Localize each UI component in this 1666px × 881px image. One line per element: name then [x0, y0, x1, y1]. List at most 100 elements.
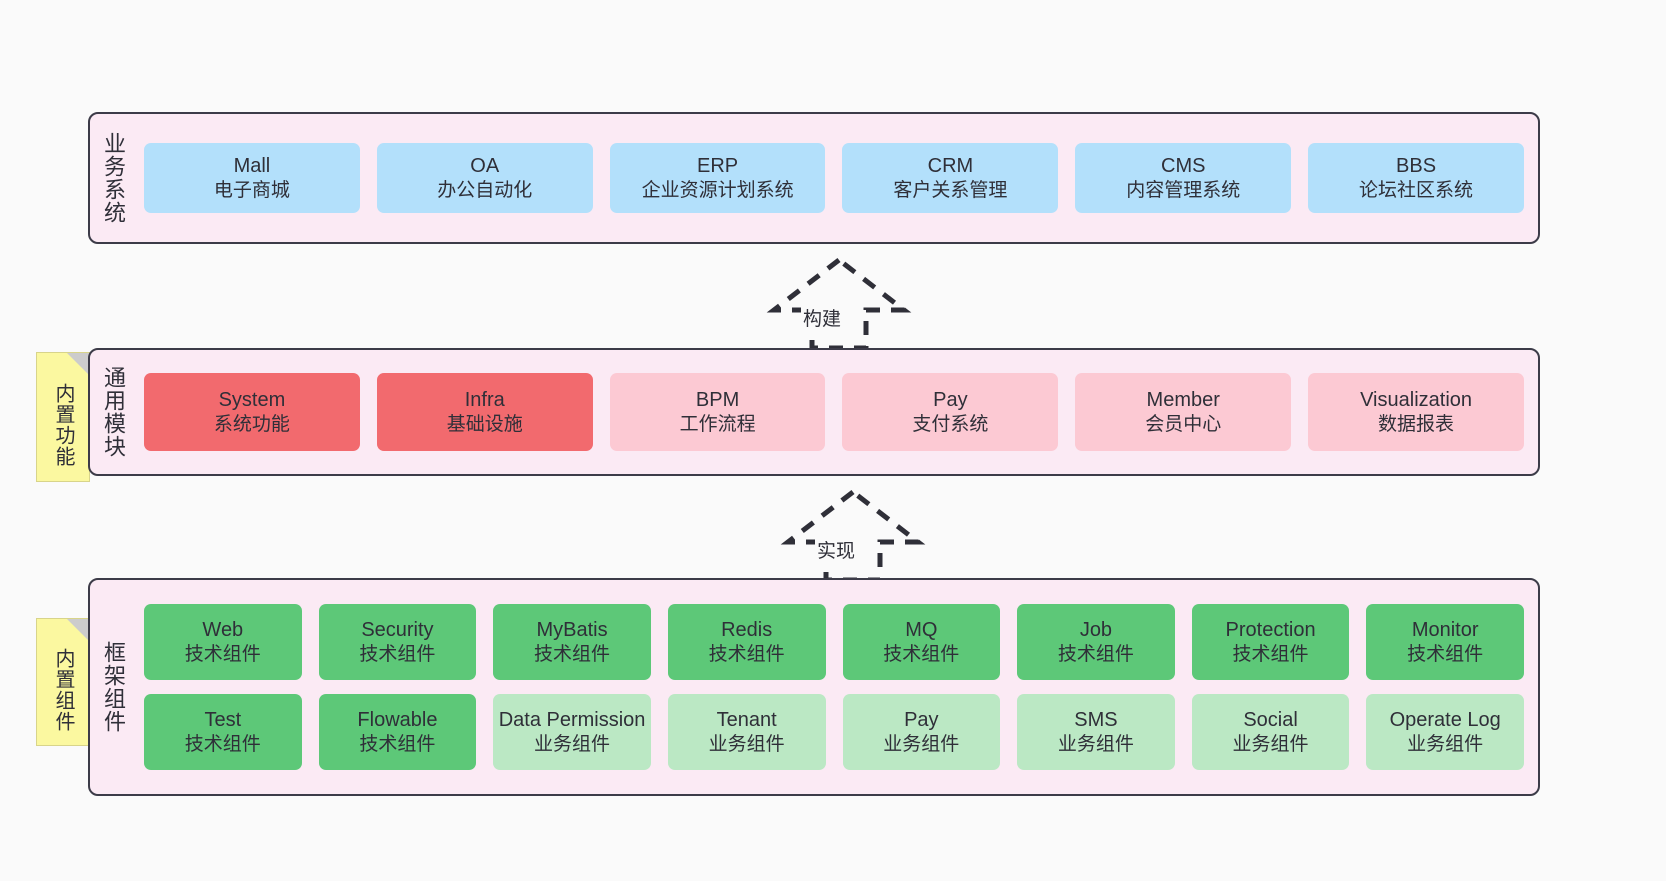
band-framework-components: 框架组件 Web 技术组件 Security 技术组件 MyBatis 技术组件…	[88, 578, 1540, 796]
note-builtin-functions: 内置功能	[36, 352, 90, 482]
card-subtitle: 数据报表	[1378, 413, 1455, 435]
card-title: Mall	[233, 155, 271, 178]
card-mq[interactable]: MQ 技术组件	[842, 604, 1001, 680]
card-protection[interactable]: Protection 技术组件	[1191, 604, 1350, 680]
card-pay-component[interactable]: Pay 业务组件	[842, 694, 1001, 770]
card-subtitle: 内容管理系统	[1126, 179, 1241, 201]
note-label: 内置组件	[52, 648, 74, 732]
band-body-common-modules: System 系统功能 Infra 基础设施 BPM 工作流程 Pay 支付系统…	[136, 350, 1538, 474]
card-title: Visualization	[1360, 389, 1473, 412]
card-subtitle: 工作流程	[679, 413, 756, 435]
card-subtitle: 技术组件	[184, 643, 261, 665]
band-row: Web 技术组件 Security 技术组件 MyBatis 技术组件 Redi…	[144, 604, 1524, 680]
card-infra[interactable]: Infra 基础设施	[376, 373, 593, 451]
card-subtitle: 技术组件	[1407, 643, 1484, 665]
card-subtitle: 支付系统	[912, 413, 989, 435]
card-monitor[interactable]: Monitor 技术组件	[1366, 604, 1524, 680]
card-subtitle: 会员中心	[1145, 413, 1222, 435]
card-security[interactable]: Security 技术组件	[318, 604, 477, 680]
band-title-common-modules: 通用模块	[100, 366, 126, 458]
card-subtitle: 系统功能	[213, 413, 290, 435]
card-operate-log[interactable]: Operate Log 业务组件	[1366, 694, 1524, 770]
connector-realize-label: 实现	[815, 536, 858, 563]
card-oa[interactable]: OA 办公自动化	[376, 143, 593, 213]
card-title: Test	[204, 709, 242, 732]
card-subtitle: 技术组件	[359, 733, 436, 755]
card-erp[interactable]: ERP 企业资源计划系统	[609, 143, 826, 213]
card-subtitle: 业务组件	[708, 733, 785, 755]
card-subtitle: 业务组件	[1407, 733, 1484, 755]
band-body-framework-components: Web 技术组件 Security 技术组件 MyBatis 技术组件 Redi…	[136, 580, 1538, 794]
card-title: Protection	[1225, 619, 1316, 642]
band-business-systems: 业务系统 Mall 电子商城 OA 办公自动化 ERP 企业资源计划系统 CRM…	[88, 112, 1540, 244]
card-title: MyBatis	[536, 619, 608, 642]
card-subtitle: 技术组件	[534, 643, 611, 665]
note-builtin-components: 内置组件	[36, 618, 90, 746]
card-subtitle: 基础设施	[446, 413, 523, 435]
card-tenant[interactable]: Tenant 业务组件	[667, 694, 826, 770]
band-body-business-systems: Mall 电子商城 OA 办公自动化 ERP 企业资源计划系统 CRM 客户关系…	[136, 114, 1538, 242]
card-title: Operate Log	[1389, 709, 1501, 732]
card-subtitle: 技术组件	[708, 643, 785, 665]
connector-build-label: 构建	[801, 304, 844, 331]
band-common-modules: 通用模块 System 系统功能 Infra 基础设施 BPM 工作流程 Pay…	[88, 348, 1540, 476]
card-title: Pay	[933, 389, 968, 412]
card-system[interactable]: System 系统功能	[144, 373, 360, 451]
connector-build: 构建	[764, 256, 914, 351]
card-title: Security	[361, 619, 434, 642]
card-title: Job	[1079, 619, 1113, 642]
card-crm[interactable]: CRM 客户关系管理	[842, 143, 1059, 213]
card-title: BBS	[1396, 155, 1437, 178]
card-title: Pay	[904, 709, 939, 732]
card-social[interactable]: Social 业务组件	[1191, 694, 1350, 770]
card-pay-module[interactable]: Pay 支付系统	[842, 373, 1059, 451]
band-row: System 系统功能 Infra 基础设施 BPM 工作流程 Pay 支付系统…	[144, 373, 1524, 451]
card-subtitle: 技术组件	[359, 643, 436, 665]
card-cms[interactable]: CMS 内容管理系统	[1075, 143, 1292, 213]
card-subtitle: 企业资源计划系统	[641, 179, 794, 201]
card-member[interactable]: Member 会员中心	[1075, 373, 1292, 451]
card-web[interactable]: Web 技术组件	[144, 604, 302, 680]
card-title: Data Permission	[498, 709, 646, 732]
card-title: Flowable	[357, 709, 438, 732]
card-sms[interactable]: SMS 业务组件	[1017, 694, 1175, 770]
band-row: Test 技术组件 Flowable 技术组件 Data Permission …	[144, 694, 1524, 770]
card-title: CMS	[1161, 155, 1206, 178]
card-data-permission[interactable]: Data Permission 业务组件	[493, 694, 651, 770]
card-subtitle: 论坛社区系统	[1359, 179, 1474, 201]
band-row: Mall 电子商城 OA 办公自动化 ERP 企业资源计划系统 CRM 客户关系…	[144, 143, 1524, 213]
card-title: System	[218, 389, 286, 412]
card-test[interactable]: Test 技术组件	[144, 694, 302, 770]
card-subtitle: 业务组件	[883, 733, 960, 755]
card-mybatis[interactable]: MyBatis 技术组件	[493, 604, 651, 680]
card-title: MQ	[905, 619, 938, 642]
card-title: Infra	[464, 389, 505, 412]
card-title: Monitor	[1411, 619, 1479, 642]
card-subtitle: 办公自动化	[437, 179, 533, 201]
card-title: BPM	[695, 389, 740, 412]
card-subtitle: 客户关系管理	[893, 179, 1008, 201]
card-mall[interactable]: Mall 电子商城	[144, 143, 360, 213]
card-subtitle: 技术组件	[184, 733, 261, 755]
band-title-business-systems: 业务系统	[100, 132, 126, 224]
card-bbs[interactable]: BBS 论坛社区系统	[1308, 143, 1524, 213]
card-visualization[interactable]: Visualization 数据报表	[1308, 373, 1524, 451]
card-subtitle: 技术组件	[1057, 643, 1134, 665]
card-title: OA	[470, 155, 500, 178]
card-title: CRM	[927, 155, 974, 178]
card-job[interactable]: Job 技术组件	[1017, 604, 1175, 680]
card-title: Social	[1243, 709, 1298, 732]
card-subtitle: 技术组件	[1232, 643, 1309, 665]
card-flowable[interactable]: Flowable 技术组件	[318, 694, 477, 770]
note-label: 内置功能	[52, 383, 74, 467]
card-subtitle: 业务组件	[1232, 733, 1309, 755]
card-subtitle: 业务组件	[534, 733, 611, 755]
card-title: Web	[202, 619, 244, 642]
card-title: Member	[1146, 389, 1220, 412]
card-subtitle: 电子商城	[213, 179, 290, 201]
card-bpm[interactable]: BPM 工作流程	[609, 373, 826, 451]
card-redis[interactable]: Redis 技术组件	[667, 604, 826, 680]
card-subtitle: 业务组件	[1057, 733, 1134, 755]
card-subtitle: 技术组件	[883, 643, 960, 665]
